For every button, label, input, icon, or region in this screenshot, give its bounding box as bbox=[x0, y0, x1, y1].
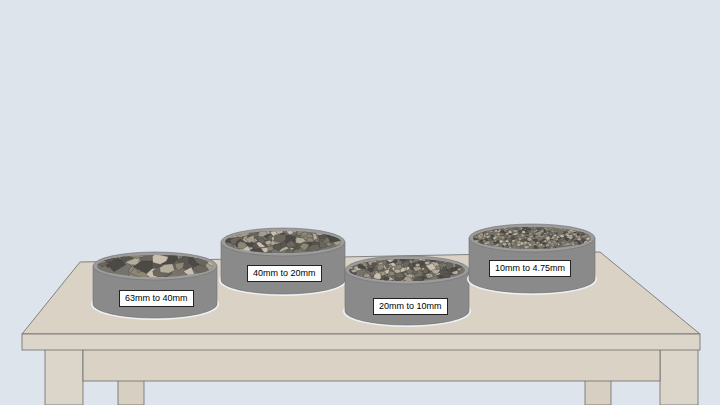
table-leg bbox=[45, 349, 83, 405]
size-label-box: 10mm to 4.75mm bbox=[489, 260, 571, 277]
sieve-pan bbox=[92, 245, 222, 319]
table-leg bbox=[660, 349, 698, 405]
size-label-box: 63mm to 40mm bbox=[119, 290, 194, 307]
sieve-pans bbox=[92, 224, 596, 326]
size-label: 63mm to 40mm bbox=[125, 293, 188, 304]
size-label: 10mm to 4.75mm bbox=[495, 263, 565, 274]
sieve-pan bbox=[220, 224, 346, 295]
sieve-pan bbox=[344, 254, 470, 326]
table-edge bbox=[22, 334, 700, 350]
size-label: 40mm to 20mm bbox=[253, 268, 316, 279]
size-label-box: 40mm to 20mm bbox=[247, 265, 322, 282]
size-label: 20mm to 10mm bbox=[379, 301, 442, 312]
sieve-pan bbox=[468, 224, 596, 294]
size-label-box: 20mm to 10mm bbox=[373, 298, 448, 315]
table-top bbox=[22, 252, 700, 334]
table-apron bbox=[83, 349, 660, 381]
